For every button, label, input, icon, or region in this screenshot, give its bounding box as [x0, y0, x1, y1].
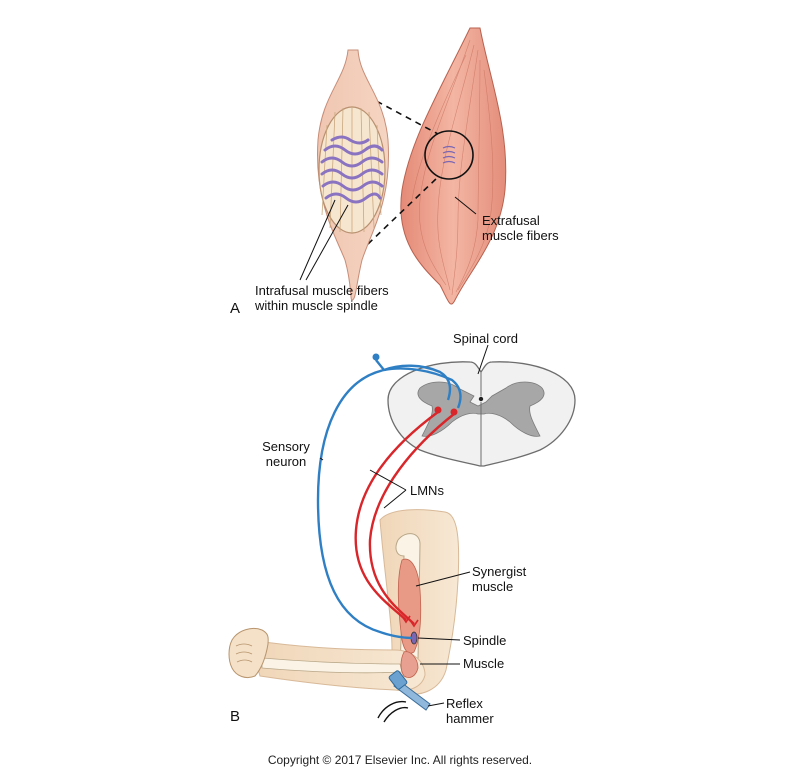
- intrafusal-fibers: [320, 135, 384, 204]
- intrafusal-label-line2: within muscle spindle: [255, 298, 378, 313]
- panel-letter-b: B: [230, 708, 241, 725]
- magnifier-circle: [424, 130, 474, 180]
- sensory-neuron-path: [316, 359, 413, 640]
- spindle-label: Spindle: [463, 633, 507, 648]
- small-spindle: [442, 145, 456, 164]
- synergist-label-line1: Synergist: [472, 564, 527, 579]
- extrafusal-muscle: [400, 27, 507, 305]
- synergist-muscle-label: Synergist muscle: [472, 564, 526, 594]
- extrafusal-label: Extrafusal muscle fibers: [482, 213, 559, 243]
- copyright-notice: Copyright © 2017 Elsevier Inc. All right…: [267, 753, 533, 767]
- sensory-neuron-label-line2: neuron: [265, 454, 307, 469]
- synergist-muscle: [397, 558, 422, 654]
- zoom-line-bottom: [367, 176, 439, 245]
- sensory-cell-body: [372, 353, 380, 361]
- intrafusal-label-line1: Intrafusal muscle fibers: [255, 283, 389, 298]
- panel-letter-a: A: [230, 300, 241, 317]
- muscle: [400, 651, 419, 678]
- lmns-label: LMNs: [410, 483, 444, 498]
- lmn-path-1: [354, 411, 439, 621]
- muscle-label: Muscle: [463, 656, 505, 671]
- sensory-neuron-label-line1: Sensory: [262, 439, 310, 454]
- lmn-cell-body-1: [434, 406, 442, 414]
- reflex-hammer: [388, 670, 431, 711]
- extrafusal-label-line2: muscle fibers: [482, 228, 559, 243]
- sensory-neuron-label: Sensory neuron: [255, 439, 317, 469]
- reflex-label-line2: hammer: [446, 711, 494, 726]
- synergist-label-line2: muscle: [472, 579, 514, 594]
- spinal-cord-label: Spinal cord: [453, 331, 519, 346]
- lmn-cell-body-2: [450, 408, 458, 416]
- reflex-label-line1: Reflex: [446, 696, 483, 711]
- intrafusal-label: Intrafusal muscle fibers within muscle s…: [255, 283, 389, 313]
- reflex-hammer-label: Reflex hammer: [446, 696, 494, 726]
- lmn-path-2: [368, 413, 455, 625]
- extrafusal-label-line1: Extrafusal: [482, 213, 540, 228]
